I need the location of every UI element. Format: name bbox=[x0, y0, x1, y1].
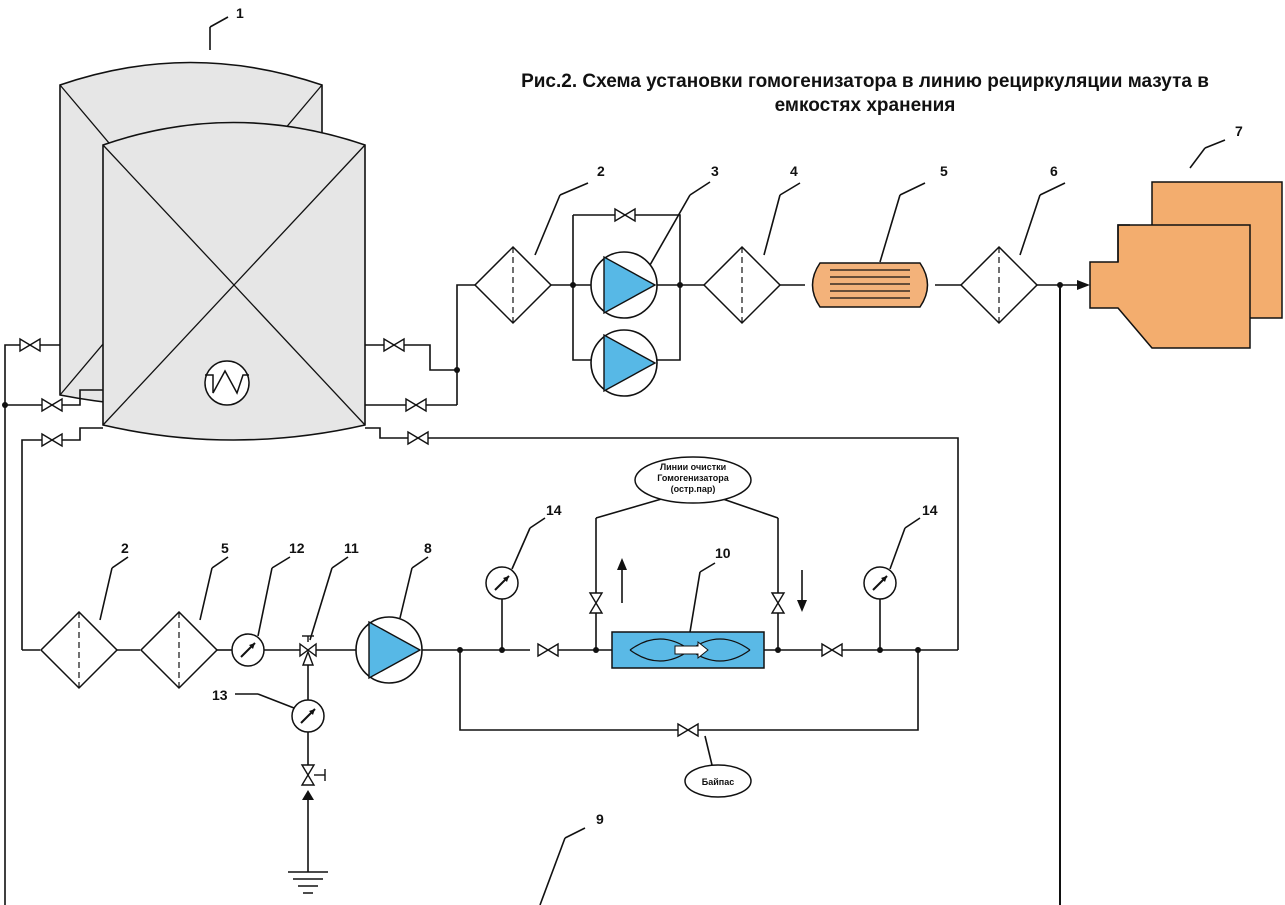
label-14-left: 14 bbox=[546, 502, 562, 518]
label-4: 4 bbox=[790, 163, 798, 179]
label-12: 12 bbox=[289, 540, 305, 556]
gauge-14-right bbox=[863, 566, 897, 600]
cleaning-note-line-2: Гомогенизатора bbox=[657, 473, 729, 483]
heater-5-top bbox=[811, 262, 929, 308]
tank-inlet-piping bbox=[2, 344, 103, 905]
tank-heater-coil-icon bbox=[204, 360, 250, 406]
filter-6 bbox=[960, 246, 1038, 324]
tank-return-valve[interactable] bbox=[407, 431, 429, 445]
caption-line-2: емкостях хранения bbox=[774, 95, 956, 116]
label-5-top: 5 bbox=[940, 163, 948, 179]
label-7: 7 bbox=[1235, 123, 1243, 139]
cleaning-note-line-1: Линии очистки bbox=[660, 462, 726, 472]
pump-3-main bbox=[590, 251, 658, 319]
label-5-bottom: 5 bbox=[221, 540, 229, 556]
label-3: 3 bbox=[711, 163, 719, 179]
homogenizer-10 bbox=[611, 631, 765, 669]
label-10: 10 bbox=[715, 545, 731, 561]
tank-outlet-valve-lower[interactable] bbox=[405, 398, 427, 412]
label-2-bottom: 2 bbox=[121, 540, 129, 556]
label-13: 13 bbox=[212, 687, 228, 703]
tank-inlet-valve-2[interactable] bbox=[41, 398, 63, 412]
cleaning-valve-left[interactable] bbox=[589, 592, 603, 614]
pump-8 bbox=[355, 616, 423, 684]
pump-3-reserve bbox=[590, 329, 658, 397]
tank-inlet-valve-1[interactable] bbox=[19, 338, 41, 352]
filter-4 bbox=[703, 246, 781, 324]
gauge-13 bbox=[291, 699, 325, 733]
bypass-valve[interactable] bbox=[677, 723, 699, 737]
label-8: 8 bbox=[424, 540, 432, 556]
gauge-14-left bbox=[485, 566, 519, 600]
three-way-valve-11[interactable] bbox=[299, 635, 317, 666]
pump-bypass-frame bbox=[572, 214, 704, 361]
tank-inlet-valve-3[interactable] bbox=[41, 433, 63, 447]
homogenizer-inlet-valve[interactable] bbox=[537, 643, 559, 657]
cleaning-lines-callout bbox=[634, 456, 752, 504]
label-11: 11 bbox=[344, 540, 359, 556]
filter-5-bottom bbox=[140, 611, 218, 689]
label-6: 6 bbox=[1050, 163, 1058, 179]
tank-outlet-piping bbox=[365, 284, 475, 406]
figure-caption: Рис.2. Схема установки гомогенизатора в … bbox=[455, 70, 1275, 118]
burner-7 bbox=[1089, 181, 1283, 349]
label-14-right: 14 bbox=[922, 502, 938, 518]
ground-icon bbox=[288, 871, 328, 894]
drain-valve[interactable] bbox=[301, 764, 326, 786]
tank-outlet-valve-upper[interactable] bbox=[383, 338, 405, 352]
storage-tank-front bbox=[102, 121, 366, 441]
filter-2-top bbox=[474, 246, 552, 324]
caption-line-1: Рис.2. Схема установки гомогенизатора в … bbox=[521, 71, 1209, 92]
bypass-callout bbox=[684, 764, 752, 798]
cleaning-note-line-3: (остр.пар) bbox=[671, 484, 716, 494]
homogenizer-outlet-valve[interactable] bbox=[821, 643, 843, 657]
label-9: 9 bbox=[596, 811, 604, 827]
filter-2-bottom bbox=[40, 611, 118, 689]
cleaning-valve-right[interactable] bbox=[771, 592, 785, 614]
label-1: 1 bbox=[236, 5, 244, 21]
pump-bypass-valve[interactable] bbox=[614, 208, 636, 222]
flow-arrow-to-burner bbox=[1077, 280, 1090, 290]
homogenizer-return-line bbox=[365, 427, 959, 650]
gauge-12 bbox=[231, 633, 265, 667]
label-2-top: 2 bbox=[597, 163, 605, 179]
bypass-label: Байпас bbox=[702, 777, 734, 787]
